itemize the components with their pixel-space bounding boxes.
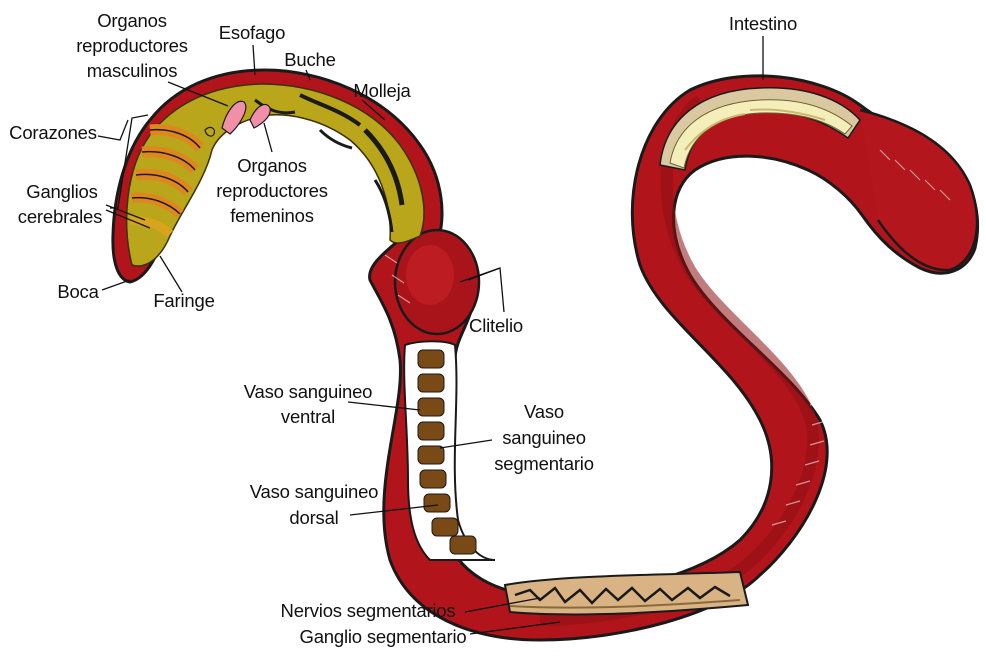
vessel-block [418,446,444,464]
leader-organos-fem [264,123,272,152]
label-organos-fem-2: reproductores [216,180,328,201]
vessel-block [420,470,446,488]
vessel-block [432,518,458,536]
label-faringe: Faringe [153,290,214,311]
vessel-cutaway [404,341,495,560]
label-buche: Buche [284,49,335,70]
label-vaso-segm-3: segmentario [494,453,594,474]
label-vaso-ventral-1: Vaso sanguineo [244,381,373,402]
vessel-block [418,374,444,392]
label-clitelio: Clitelio [469,315,523,336]
label-vaso-dorsal-2: dorsal [289,507,338,528]
leader-faringe [160,256,182,292]
clitellum-highlight [406,245,454,305]
leader-boca [102,280,130,290]
label-vaso-segm-2: sanguineo [502,427,586,448]
label-boca: Boca [57,281,99,302]
leader-corazones [98,120,128,140]
nerve-cutaway [505,572,748,614]
label-intestino: Intestino [729,13,797,34]
label-vaso-dorsal-1: Vaso sanguineo [250,481,379,502]
label-organos-masc-1: Organos [97,10,167,31]
label-ganglios-1: Ganglios [26,181,97,202]
vessel-block [450,536,476,554]
label-molleja: Molleja [353,80,411,101]
vessel-block [418,422,444,440]
label-organos-masc-3: masculinos [87,60,178,81]
label-organos-masc-2: reproductores [76,35,188,56]
label-vaso-ventral-2: ventral [281,406,335,427]
label-vaso-segm-1: Vaso [524,401,564,422]
label-organos-fem-3: femeninos [230,205,314,226]
label-ganglio: Ganglio segmentario [300,626,467,647]
worm-tail [860,110,977,270]
vessel-block [418,398,444,416]
label-corazones: Corazones [9,122,97,143]
vessel-block [418,350,444,368]
label-ganglios-2: cerebrales [18,206,102,227]
vessel-block [424,494,450,512]
label-organos-fem-1: Organos [237,155,307,176]
label-nervios: Nervios segmentarios [281,600,456,621]
label-esofago: Esofago [219,22,286,43]
